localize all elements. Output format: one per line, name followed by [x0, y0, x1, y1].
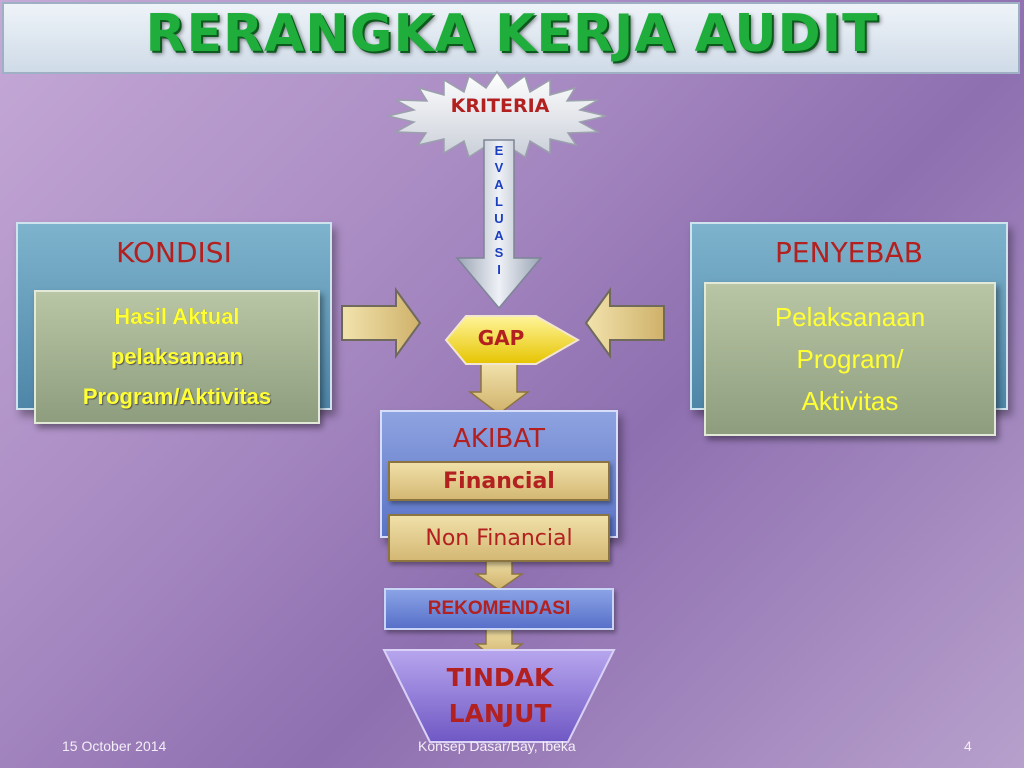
footer-date: 15 October 2014 [62, 738, 167, 754]
evaluasi-letter: U [494, 211, 504, 226]
penyebab-line: Pelaksanaan [774, 302, 926, 332]
penyebab-title: PENYEBAB [775, 236, 923, 269]
page-number: 4 [964, 738, 972, 754]
kriteria-label: KRITERIA [450, 95, 550, 117]
evaluasi-letter: I [497, 262, 501, 277]
rekomendasi-box: REKOMENDASI [384, 588, 614, 630]
evaluasi-arrow [455, 139, 543, 310]
gap-shape [444, 315, 581, 365]
gap-label: GAP [477, 326, 525, 350]
evaluasi-letter: A [494, 228, 504, 243]
footer-center-text: Konsep Dasar/Bay, Ibeka [418, 738, 576, 754]
tindak-line: TINDAK [446, 663, 554, 692]
tindak-lanjut-shape [382, 649, 616, 743]
kondisi-line: Hasil Aktual [114, 304, 240, 329]
kondisi-title: KONDISI [116, 236, 232, 269]
kondisi-line: pelaksanaan [110, 344, 244, 369]
penyebab-card: Pelaksanaan Program/ Aktivitas [704, 282, 996, 436]
non-financial-box: Non Financial [388, 514, 610, 562]
kondisi-line: Program/Aktivitas [82, 384, 272, 409]
evaluasi-letter: A [494, 177, 504, 192]
penyebab-line: Program/ [796, 344, 904, 374]
evaluasi-letter: E [494, 143, 504, 158]
rekomendasi-label: REKOMENDASI [427, 598, 571, 619]
non-financial-label: Non Financial [425, 525, 573, 551]
financial-label: Financial [443, 468, 555, 494]
akibat-title: AKIBAT [453, 424, 545, 454]
evaluasi-letter: L [495, 194, 503, 209]
evaluasi-letter: V [494, 160, 504, 175]
title-bar [2, 2, 1020, 74]
penyebab-to-gap-arrow [584, 286, 665, 360]
kondisi-card: Hasil Aktual pelaksanaan Program/Aktivit… [34, 290, 320, 424]
evaluasi-letter: S [494, 245, 504, 260]
kondisi-to-gap-arrow [341, 286, 422, 360]
lanjut-line: LANJUT [448, 699, 552, 728]
penyebab-line: Aktivitas [801, 386, 899, 416]
gap-to-akibat-arrow [467, 361, 531, 415]
evaluasi-label: E V A L U A S I [489, 142, 509, 278]
financial-box: Financial [388, 461, 610, 501]
tindak-lanjut-label: TINDAK LANJUT [420, 660, 580, 732]
slide-title: RERANGKA KERJA AUDIT [145, 4, 879, 64]
